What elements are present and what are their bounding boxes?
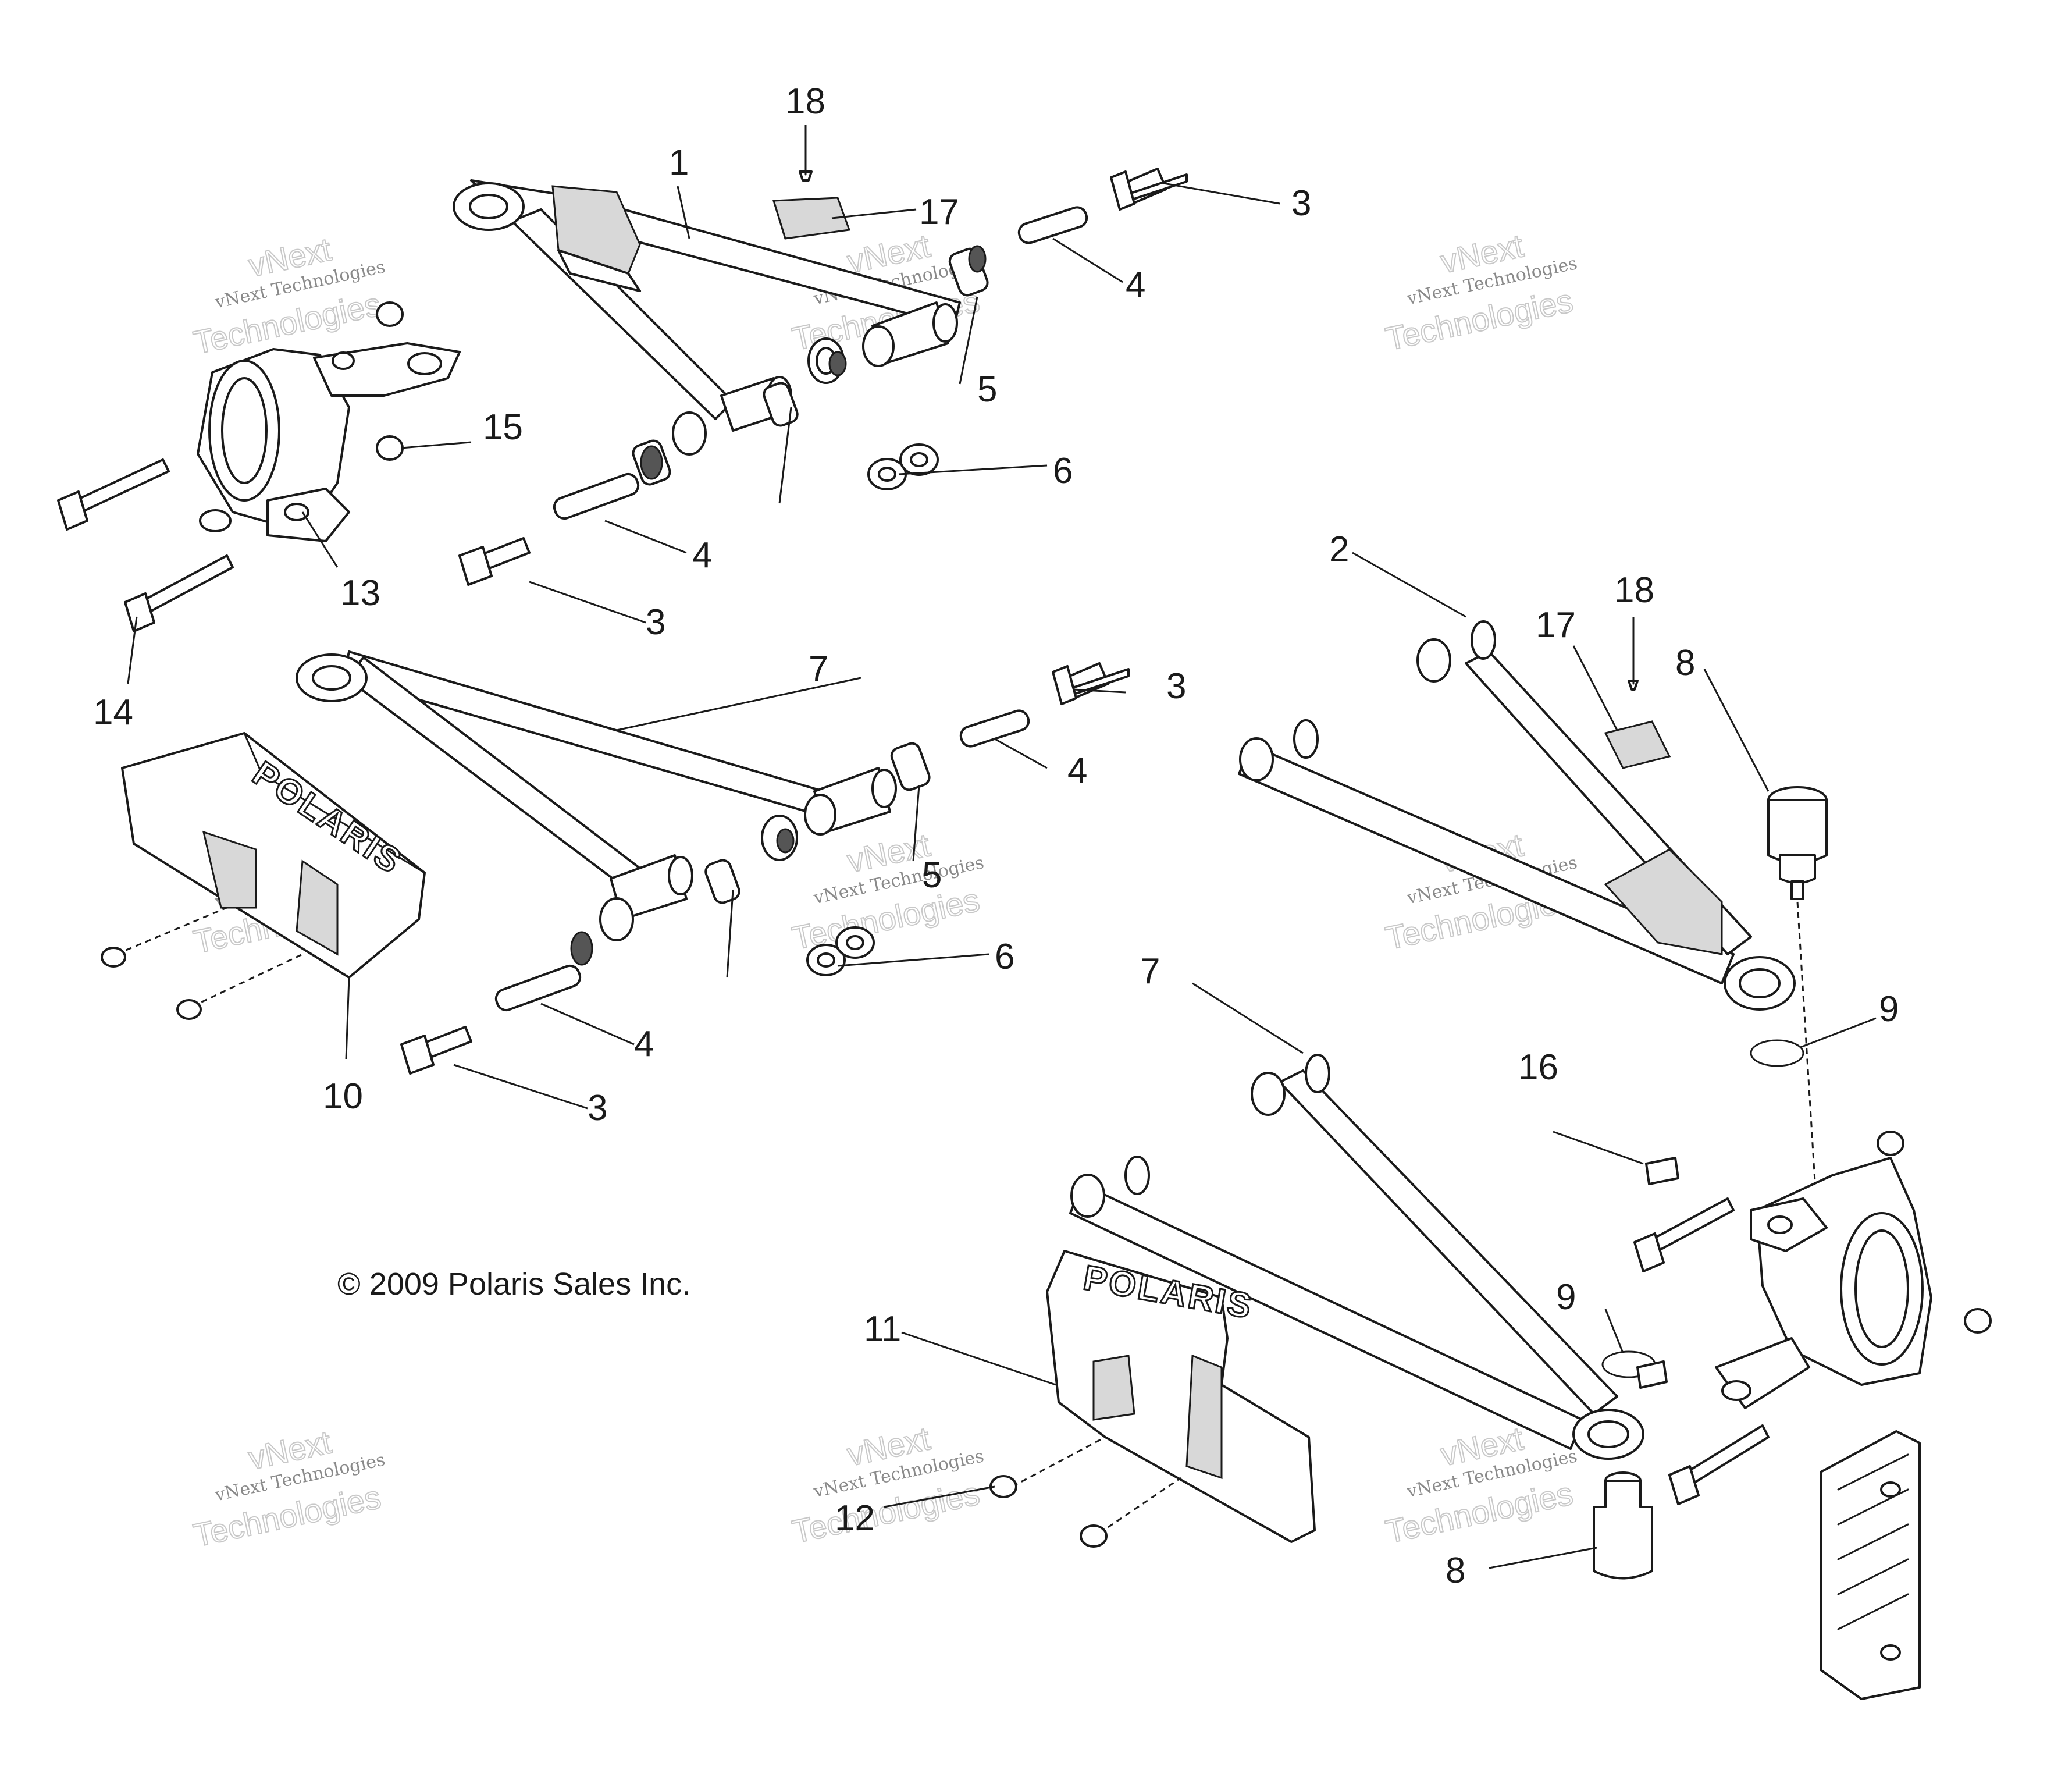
spindle-screws-right — [1636, 1157, 1679, 1389]
callout-1: 1 — [669, 143, 689, 183]
bushings-lower — [570, 742, 931, 966]
callout-10: 10 — [323, 1076, 363, 1117]
watermark: vNext vNext Technologies Technologies — [788, 1419, 985, 1551]
pivot-bolt-lower-front — [400, 1026, 472, 1075]
callout-14: 14 — [93, 692, 133, 733]
a-arm-guard-left: POLARIS — [116, 732, 426, 1008]
callout-12: 12 — [835, 1498, 875, 1538]
pivot-bolt-lower-rear — [1052, 662, 1130, 705]
bumper-cover-upper — [772, 133, 851, 240]
callout-3: 3 — [1291, 183, 1311, 223]
pivot-bolt-upper-rear — [1110, 168, 1188, 211]
lock-nuts-lower — [806, 926, 875, 976]
pivot-bolt-upper-front — [458, 537, 531, 586]
callout-9: 9 — [1879, 989, 1899, 1029]
callout-7: 7 — [809, 649, 828, 689]
watermark: vNext vNext Technologies Technologies — [1382, 226, 1579, 358]
upper-a-arm-right — [1238, 620, 1796, 1011]
spindle-nut-left — [376, 301, 404, 461]
brake-caliper — [1820, 1430, 1921, 1700]
callout-18: 18 — [785, 81, 825, 122]
pivot-pin-lower-rear — [959, 709, 1030, 748]
spindle-bolts-left — [57, 458, 234, 632]
callout-11: 11 — [864, 1309, 901, 1349]
callout-3: 3 — [646, 602, 665, 642]
callout-8: 8 — [1446, 1551, 1465, 1591]
callout-17: 17 — [919, 192, 959, 232]
pivot-pin-lower-front — [494, 964, 582, 1012]
callouts: 1 2 3 3 3 3 4 4 4 4 5 5 6 6 7 7 8 8 9 9 … — [93, 81, 1899, 1591]
callout-2: 2 — [1329, 529, 1349, 570]
callout-4: 4 — [634, 1024, 654, 1064]
pivot-pin-upper-rear — [1017, 206, 1088, 244]
callout-6: 6 — [1053, 451, 1073, 491]
spindle-left — [197, 342, 461, 542]
callout-3: 3 — [1166, 666, 1186, 706]
watermark: vNext vNext Technologies Technologies — [190, 1423, 387, 1554]
pivot-pin-upper-front — [553, 472, 640, 520]
lock-nuts-upper — [867, 443, 939, 490]
callout-17: 17 — [1536, 605, 1576, 645]
bushings-upper — [632, 245, 989, 486]
watermark: vNext vNext Technologies Technologies — [788, 826, 985, 957]
copyright-text: © 2009 Polaris Sales Inc. — [337, 1267, 690, 1302]
ball-joint-lower — [1593, 1471, 1653, 1580]
callout-4: 4 — [1067, 751, 1087, 791]
ball-joint-upper — [1767, 786, 1828, 900]
callout-8: 8 — [1675, 643, 1695, 683]
callout-15: 15 — [483, 407, 523, 447]
lower-a-arm-left — [296, 650, 897, 941]
guard-screws-right — [989, 1475, 1108, 1548]
callout-18: 18 — [1614, 570, 1654, 610]
callout-4: 4 — [692, 535, 712, 575]
callout-3: 3 — [588, 1088, 607, 1128]
guard-screws-left — [101, 947, 202, 1020]
lower-a-arm-right — [1069, 1054, 1644, 1460]
callout-9: 9 — [1556, 1277, 1576, 1317]
spindle-bolts-right — [1633, 1197, 1770, 1505]
callout-4: 4 — [1126, 265, 1145, 305]
leader-lines — [127, 125, 1877, 1569]
upper-a-arm-left — [453, 179, 961, 456]
callout-6: 6 — [995, 937, 1014, 977]
spindle-right — [1715, 1131, 1992, 1409]
bumper-cover-right — [1604, 645, 1671, 769]
callout-5: 5 — [922, 855, 942, 895]
callout-13: 13 — [340, 573, 380, 613]
callout-7: 7 — [1140, 951, 1160, 991]
callout-16: 16 — [1518, 1047, 1558, 1087]
watermark: vNext vNext Technologies Technologies — [190, 230, 387, 361]
circlip-upper — [1750, 1039, 1804, 1067]
callout-5: 5 — [977, 369, 997, 410]
